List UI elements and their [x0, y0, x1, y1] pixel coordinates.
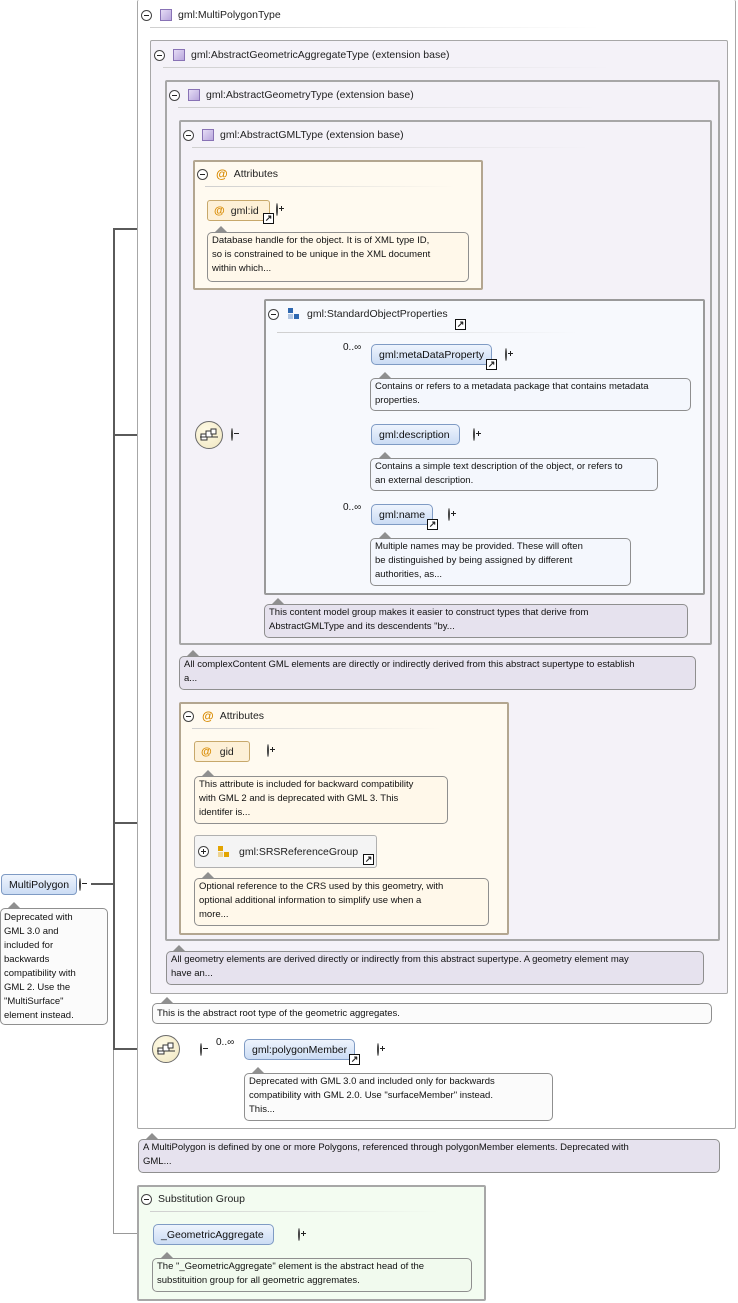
complex-type-icon	[173, 49, 185, 61]
expand-icon[interactable]	[377, 1043, 379, 1056]
expand-icon[interactable]	[298, 1228, 300, 1241]
complex-type-icon	[188, 89, 200, 101]
cardinality-label: 0..∞	[216, 1037, 235, 1048]
cardinality-label: 0..∞	[343, 502, 362, 513]
root-doc-note: Deprecated with GML 3.0 and included for…	[0, 908, 108, 1025]
element-metadataproperty[interactable]: gml:metaDataProperty	[371, 344, 492, 365]
doc-tab	[379, 452, 391, 458]
reference-arrow-icon[interactable]: ↗	[455, 319, 466, 330]
collapse-icon[interactable]	[268, 308, 279, 320]
element-description[interactable]: gml:description	[371, 424, 460, 445]
model-group-icon	[288, 308, 299, 319]
reference-arrow-icon[interactable]: ↗	[363, 854, 374, 865]
header-divider	[150, 27, 600, 28]
attribute-icon: @	[201, 745, 212, 758]
cardinality-label: 0..∞	[343, 342, 362, 353]
doc-tab	[187, 650, 199, 656]
doc-tab	[252, 1067, 264, 1073]
header-divider	[150, 1211, 440, 1212]
doc-note-gid: This attribute is included for backward …	[194, 776, 448, 824]
doc-note-aggregate-type: This is the abstract root type of the ge…	[152, 1003, 712, 1024]
reference-arrow-icon[interactable]: ↗	[427, 519, 438, 530]
doc-note-gml-id: Database handle for the object. It is of…	[207, 232, 469, 282]
attribute-group-icon	[218, 845, 229, 857]
header-divider	[163, 67, 613, 68]
header-divider	[178, 107, 598, 108]
doc-tab	[272, 598, 284, 604]
connector-subst	[113, 1050, 114, 1234]
doc-tab	[202, 872, 214, 878]
type-header-aggregate: gml:AbstractGeometricAggregateType (exte…	[154, 47, 450, 63]
doc-note-gml-type: All complexContent GML elements are dire…	[179, 656, 696, 690]
complex-type-icon	[160, 9, 172, 21]
doc-tab	[146, 1133, 158, 1139]
header-divider	[205, 186, 455, 187]
expand-icon[interactable]	[276, 203, 278, 216]
collapse-icon[interactable]	[169, 89, 180, 101]
attribute-gml-id[interactable]: @ gml:id	[207, 200, 270, 221]
doc-note-metadataproperty: Contains or refers to a metadata package…	[370, 378, 691, 411]
doc-tab	[379, 532, 391, 538]
doc-note-standard-properties: This content model group makes it easier…	[264, 604, 688, 638]
reference-arrow-icon[interactable]: ↗	[263, 213, 274, 224]
header-divider	[192, 147, 592, 148]
connector-root-h	[91, 883, 115, 885]
element-polygonmember[interactable]: gml:polygonMember	[244, 1039, 355, 1060]
collapse-icon[interactable]	[231, 428, 233, 441]
collapse-icon[interactable]	[197, 168, 208, 180]
doc-tab	[215, 226, 227, 232]
attribute-icon: @	[202, 709, 214, 723]
connector-subst-h	[113, 1233, 153, 1234]
doc-note-polygonmember: Deprecated with GML 3.0 and included onl…	[244, 1073, 553, 1121]
doc-note-name: Multiple names may be provided. These wi…	[370, 538, 631, 586]
attributes-header-gml: @ Attributes	[197, 166, 278, 182]
expand-icon[interactable]	[473, 428, 475, 441]
collapse-icon[interactable]	[141, 1193, 152, 1205]
expand-icon[interactable]	[267, 744, 269, 757]
root-element-label: MultiPolygon	[9, 878, 70, 891]
expand-icon[interactable]	[505, 348, 507, 361]
attribute-group-srsreference[interactable]: gml:SRSReferenceGroup	[194, 835, 377, 868]
doc-tab	[202, 770, 214, 776]
element-geometricaggregate[interactable]: _GeometricAggregate	[153, 1224, 274, 1245]
root-doc-tab	[8, 902, 20, 908]
type-header-geometry: gml:AbstractGeometryType (extension base…	[169, 87, 414, 103]
connector-to-poly-seq	[113, 1048, 153, 1050]
attribute-gid[interactable]: @ gid	[194, 741, 250, 762]
header-divider	[277, 332, 577, 333]
collapse-icon[interactable]	[154, 49, 165, 61]
doc-note-description: Contains a simple text description of th…	[370, 458, 658, 491]
collapse-icon[interactable]	[183, 710, 194, 722]
attribute-icon: @	[216, 167, 228, 181]
doc-note-multipolygon-type: A MultiPolygon is defined by one or more…	[138, 1139, 720, 1173]
sequence-compositor-icon[interactable]	[195, 421, 223, 449]
doc-tab	[379, 372, 391, 378]
doc-note-geometricaggregate: The "_GeometricAggregate" element is the…	[152, 1258, 472, 1292]
attributes-header-geometry: @ Attributes	[183, 708, 264, 724]
complex-type-icon	[202, 129, 214, 141]
root-element-multipolygon[interactable]: MultiPolygon	[1, 874, 77, 895]
collapse-icon[interactable]	[200, 1043, 202, 1056]
header-divider	[192, 728, 442, 729]
doc-note-geometry-type: All geometry elements are derived direct…	[166, 951, 704, 985]
reference-arrow-icon[interactable]: ↗	[349, 1054, 360, 1065]
expand-icon[interactable]	[448, 508, 450, 521]
group-header-standard-properties: gml:StandardObjectProperties	[268, 306, 448, 322]
attribute-icon: @	[214, 204, 225, 217]
connector-trunk	[113, 228, 115, 1050]
element-name[interactable]: gml:name	[371, 504, 433, 525]
expand-icon[interactable]	[198, 846, 209, 857]
collapse-icon[interactable]	[183, 129, 194, 141]
collapse-icon[interactable]	[141, 9, 152, 21]
type-header-multipolygon: gml:MultiPolygonType	[141, 7, 281, 23]
doc-tab	[161, 997, 173, 1003]
doc-tab	[161, 1252, 173, 1258]
reference-arrow-icon[interactable]: ↗	[486, 359, 497, 370]
root-collapse-icon[interactable]	[79, 878, 81, 891]
type-header-gml: gml:AbstractGMLType (extension base)	[183, 127, 404, 143]
doc-tab	[173, 945, 185, 951]
substitution-group-header: Substitution Group	[141, 1191, 245, 1207]
sequence-compositor-icon[interactable]	[152, 1035, 180, 1063]
doc-note-srsreference: Optional reference to the CRS used by th…	[194, 878, 489, 926]
